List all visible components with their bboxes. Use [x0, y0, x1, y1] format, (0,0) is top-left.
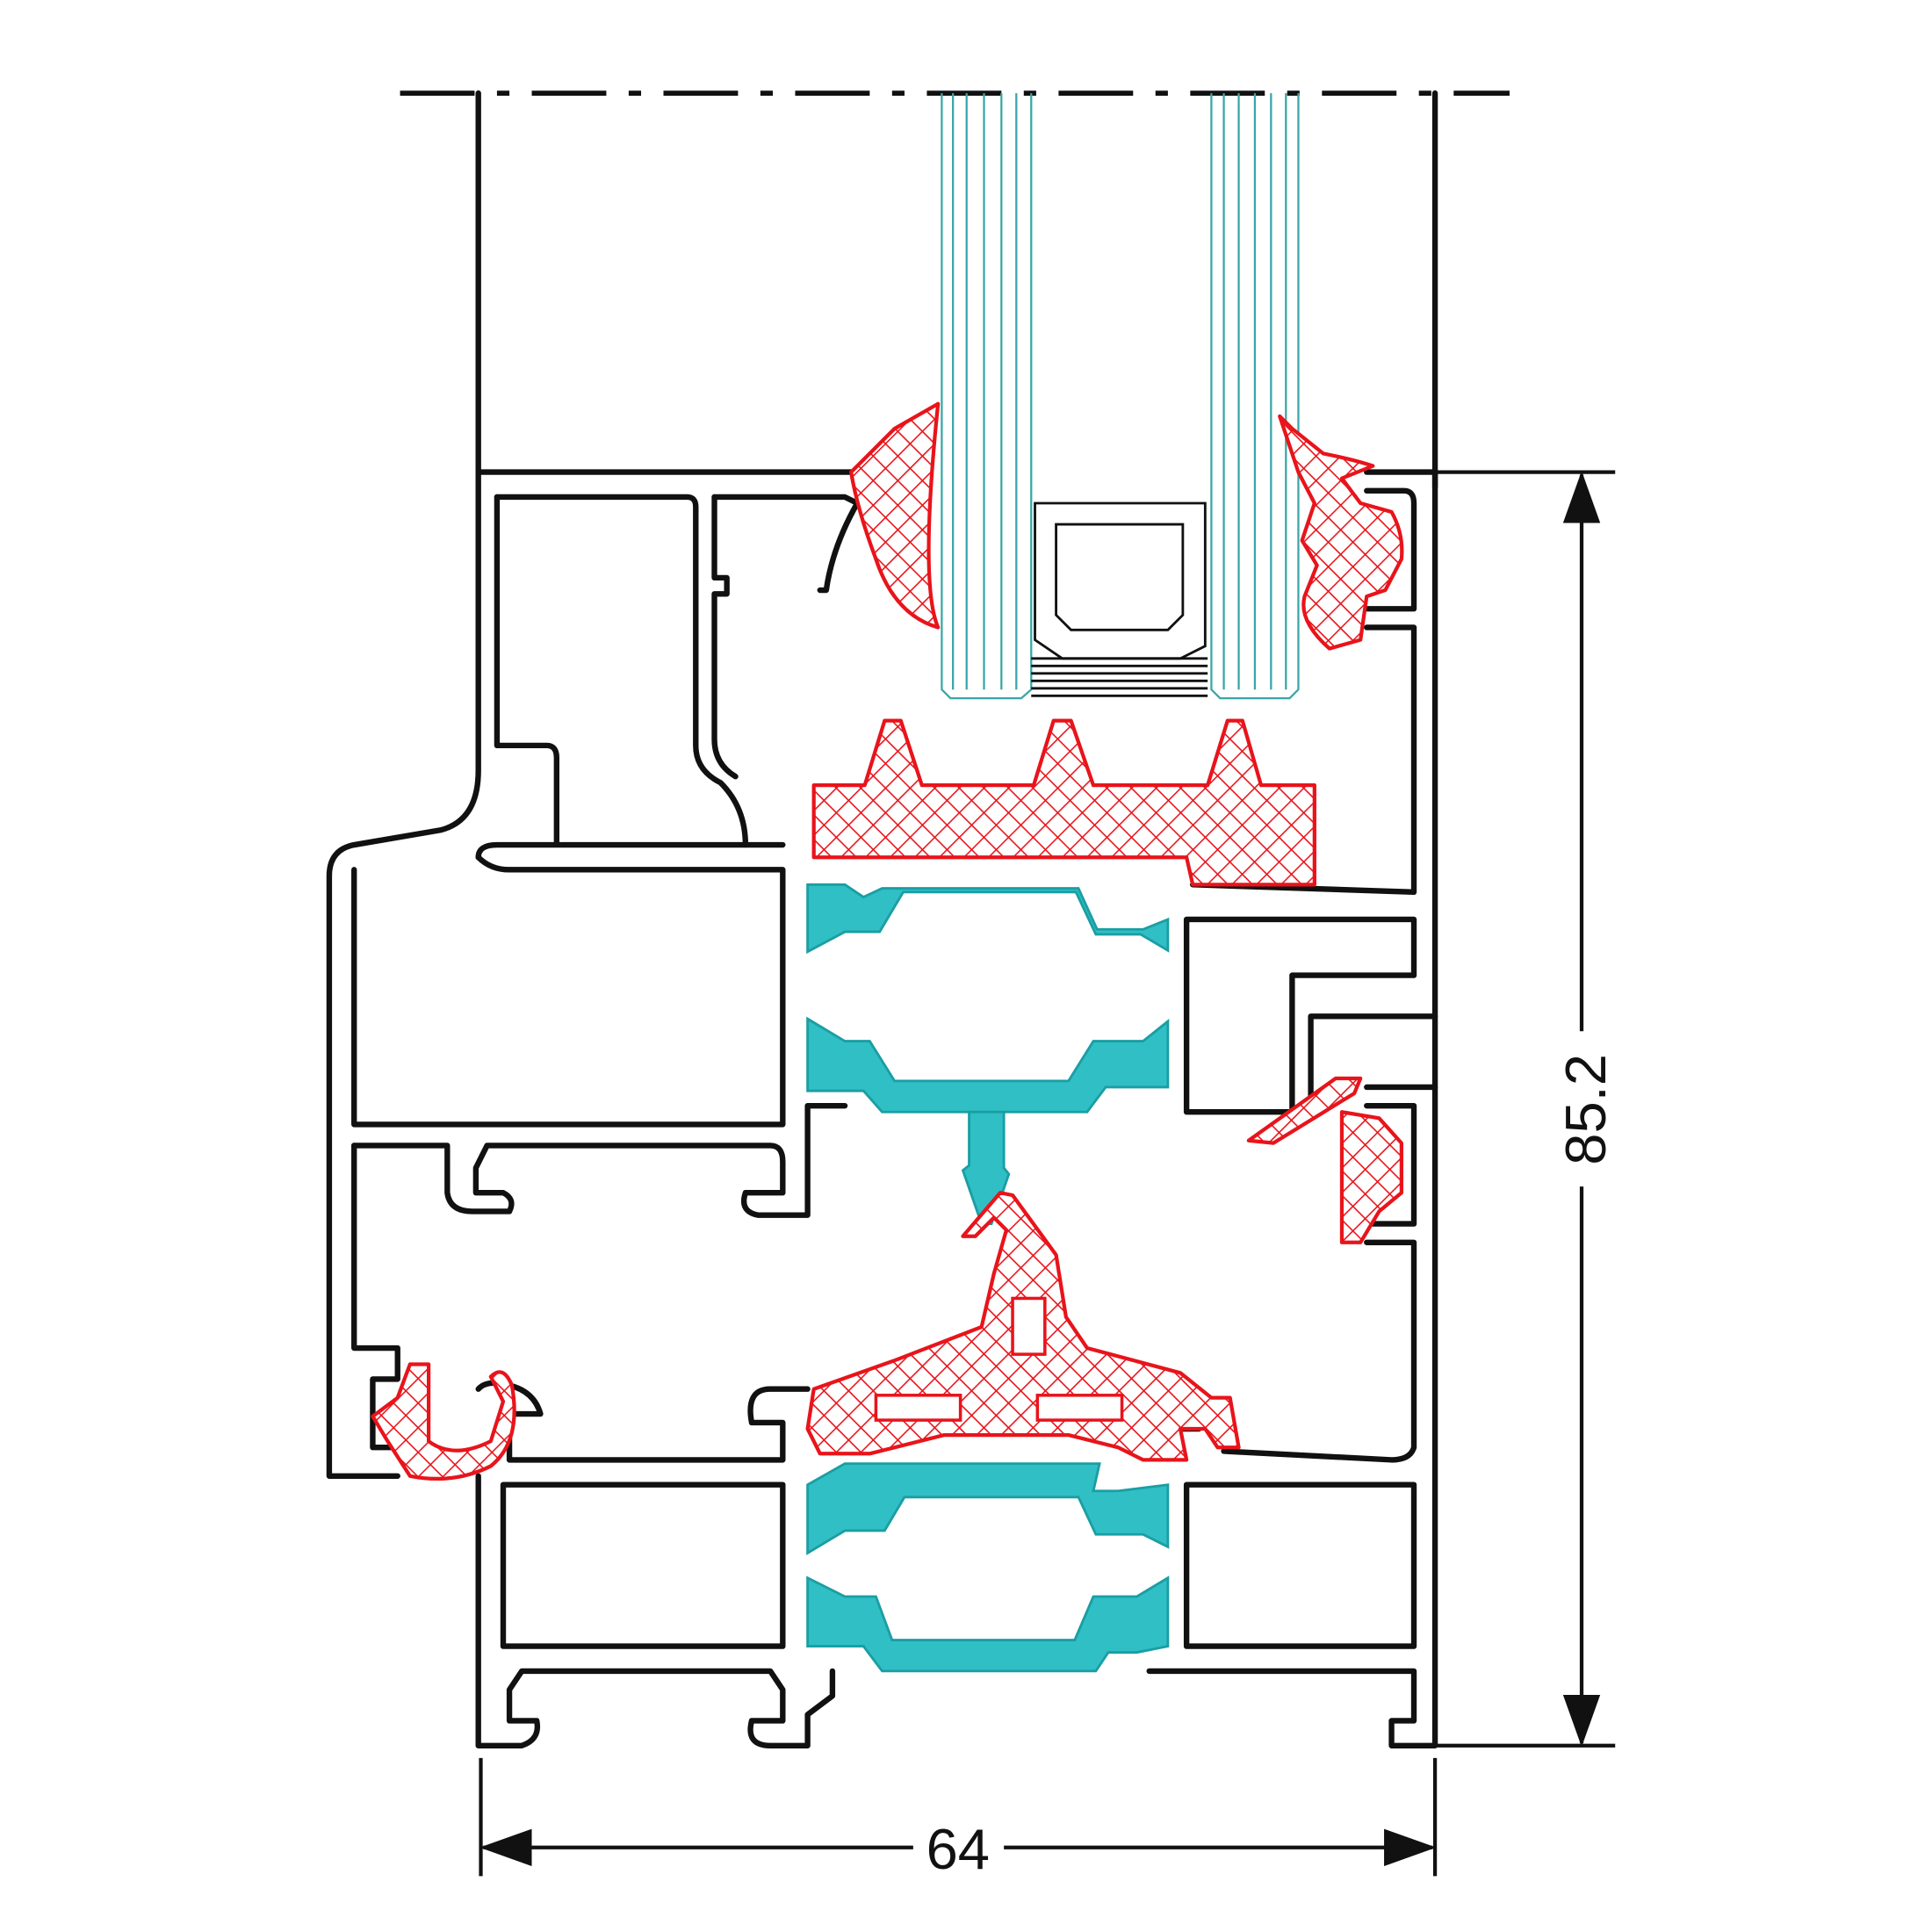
center-gasket-slot — [874, 1394, 962, 1422]
frame-gasket-upper — [1246, 1076, 1404, 1244]
gaskets — [371, 401, 1404, 1481]
center-gasket-slot — [1035, 1394, 1124, 1422]
glazing-gasket-outer — [1278, 414, 1404, 651]
glazing-unit — [941, 93, 1300, 700]
width-dimension-label: 64 — [926, 1817, 990, 1881]
thermal-breaks — [806, 883, 1170, 1673]
glass-spacer — [1031, 501, 1208, 697]
width-dimension: 64 — [479, 1757, 1438, 1881]
height-dimension: 85.2 — [1435, 470, 1618, 1748]
height-dimension-label: 85.2 — [1554, 1054, 1618, 1165]
sash-gasket-lower — [371, 1362, 516, 1481]
center-gasket-slot — [1011, 1296, 1047, 1356]
glass-setting-block — [811, 718, 1316, 887]
glazing-gasket-inner — [849, 401, 941, 630]
